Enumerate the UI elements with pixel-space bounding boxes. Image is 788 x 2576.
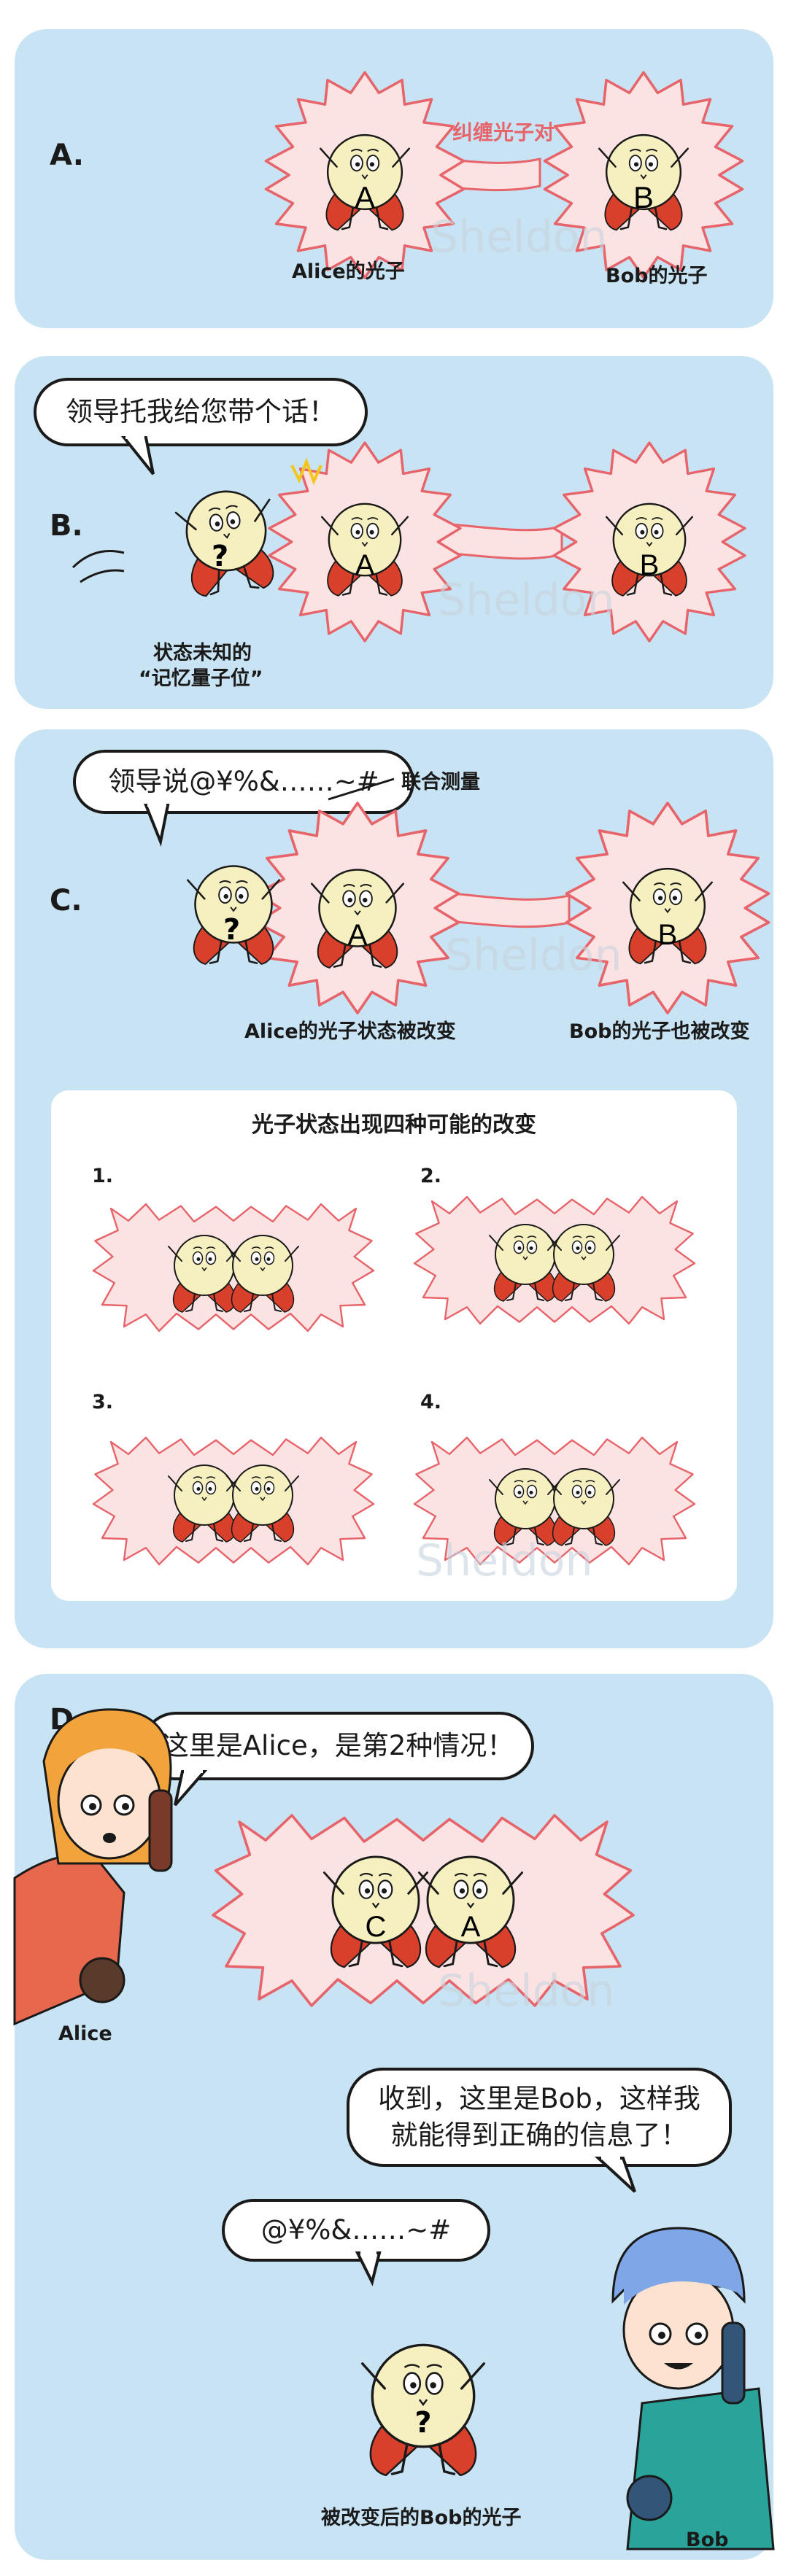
speech-bubble-tail [594, 2154, 636, 2193]
photon-letter-b: B [633, 180, 654, 214]
alice-name: Alice [58, 2022, 112, 2045]
watermark: Sheldon [430, 212, 608, 263]
bob-name: Bob [686, 2529, 729, 2551]
panel-b: 领导托我给您带个话！ B. ? A B 状态未知的 “记忆量子位” Sheldo… [15, 356, 773, 709]
speech-bubble-messenger: 领导托我给您带个话！ [34, 378, 368, 446]
alice-photon-changed-label: Alice的光子状态被改变 [244, 1020, 456, 1043]
speech-bubble-bob: 收到，这里是Bob，这样我 就能得到正确的信息了！ [347, 2068, 732, 2167]
four-outcomes-box: 光子状态出现四种可能的改变 1. 2. 3. 4. Sheldon [51, 1090, 737, 1601]
joint-measurement-illustration: ? A B [186, 777, 770, 1015]
watermark: Sheldon [438, 575, 615, 626]
entangled-photon-pair-illustration: A B [264, 71, 744, 279]
bob-bubble-line1: 收到，这里是Bob，这样我 [378, 2083, 700, 2115]
photon-letter-b: B [640, 549, 660, 581]
photon-letter-a: A [348, 919, 368, 951]
case-label-4: 4. [420, 1391, 442, 1413]
bob-character-illustration [611, 2227, 775, 2550]
alice-photon-label: Alice的光子 [292, 260, 405, 283]
speech-bubble-tail [355, 2249, 382, 2286]
svg-text:?: ? [223, 913, 240, 947]
changed-bob-photon-label: 被改变后的Bob的光子 [321, 2507, 522, 2529]
bob-photon-changed-label: Bob的光子也被改变 [569, 1020, 750, 1043]
alice-character-illustration [13, 1708, 173, 2026]
panel-label-b: B. [50, 509, 83, 543]
panel-a: A. A B 纠缠光子对 Alice的光子 Bob的光子 Sheldon [15, 29, 773, 328]
speech-bubble-changed-photon: @¥%&……~# [222, 2199, 490, 2262]
memory-qubit-and-pair-illustration: ? A B [72, 441, 746, 643]
memory-qubit-caption-line1: 状态未知的 [153, 642, 252, 664]
bob-bubble-line2: 就能得到正确的信息了！ [390, 2119, 688, 2151]
watermark: Sheldon [416, 1535, 593, 1586]
svg-text:?: ? [212, 540, 228, 573]
photon-letter-b: B [658, 919, 678, 951]
panel-label-a: A. [50, 139, 84, 172]
photon-letter-a: A [355, 549, 375, 581]
speech-bubble-tail [174, 1767, 208, 1807]
speech-bubble-alice: 这里是Alice，是第2种情况！ [142, 1712, 534, 1780]
case-label-1: 1. [92, 1165, 114, 1187]
case-label-2: 2. [420, 1165, 442, 1187]
photon-letter-c: C [366, 1911, 387, 1943]
watermark: Sheldon [438, 1966, 615, 2017]
svg-text:?: ? [414, 2406, 431, 2440]
panel-d: D. 这里是Alice，是第2种情况！ Alice C A Sheldon 收到… [13, 1674, 775, 2560]
case-label-3: 3. [92, 1391, 114, 1413]
panel-label-c: C. [50, 884, 82, 917]
photon-letter-a: A [355, 180, 375, 214]
four-outcomes-illustration [92, 1195, 696, 1566]
entangled-photons-case2-illustration: C A [212, 1814, 635, 2007]
entangled-pair-label: 纠缠光子对 [452, 120, 555, 144]
speech-bubble-tail [120, 433, 155, 476]
photon-letter-a: A [461, 1911, 481, 1943]
joint-measurement-label: 联合测量 [401, 771, 480, 794]
memory-qubit-caption-line2: “记忆量子位” [139, 667, 263, 690]
speech-bubble-tail [144, 801, 170, 847]
watermark: Sheldon [445, 930, 622, 981]
bob-photon-label: Bob的光子 [606, 265, 708, 287]
four-outcomes-title: 光子状态出现四种可能的改变 [252, 1112, 536, 1138]
changed-bob-photon-illustration: ? [361, 2343, 485, 2477]
